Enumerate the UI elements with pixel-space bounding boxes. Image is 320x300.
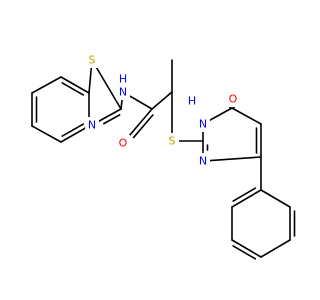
bond-line [31, 125, 62, 143]
bond-line [128, 94, 153, 110]
bond-line [60, 125, 90, 143]
atom-n-amide: N [119, 86, 127, 99]
bond-line [88, 66, 93, 94]
atom-bg [186, 94, 198, 108]
atom-bg [226, 91, 240, 107]
molecule-structure: S N N H O S N H N O [31, 52, 296, 260]
atom-n-ring: N [199, 155, 207, 168]
atom-bg [116, 72, 130, 86]
atom-bg [165, 133, 179, 149]
bond-line [260, 189, 291, 208]
bond-layer [31, 59, 296, 260]
atom-bg [85, 52, 99, 68]
atom-n-thiazole: N [88, 119, 96, 132]
bond-line [260, 239, 291, 258]
atom-n-ring-nh: N [199, 118, 207, 131]
bond-line [231, 239, 262, 258]
atom-h-ring: H [188, 95, 196, 108]
atom-label-layer: S N N H O S N H N O [85, 52, 240, 169]
atom-bg [85, 117, 99, 133]
bond-line [60, 76, 90, 94]
atom-s-thiazole: S [89, 54, 96, 67]
bond-line [231, 107, 262, 125]
bond-line [231, 189, 262, 208]
bond-line [94, 65, 122, 110]
atom-s-thioether: S [169, 135, 176, 148]
bond-line [232, 187, 257, 202]
bond-line [232, 245, 257, 260]
bond-line [61, 123, 85, 137]
bond-line [209, 156, 262, 162]
bond-line [103, 114, 121, 125]
bond-line [208, 107, 233, 122]
atom-bg [116, 84, 130, 100]
bond-line [126, 108, 153, 139]
atom-o-ring: O [229, 93, 238, 106]
bond-line [97, 108, 122, 123]
atom-h-amide: H [119, 73, 127, 86]
bond-line [120, 98, 123, 110]
bond-line [31, 76, 62, 94]
atom-bg [196, 116, 210, 132]
atom-o-amide: O [119, 137, 128, 150]
bond-line [132, 114, 154, 139]
bond-line [61, 82, 85, 96]
bond-line [151, 91, 173, 110]
atom-bg [116, 135, 130, 151]
atom-bg [196, 153, 210, 169]
